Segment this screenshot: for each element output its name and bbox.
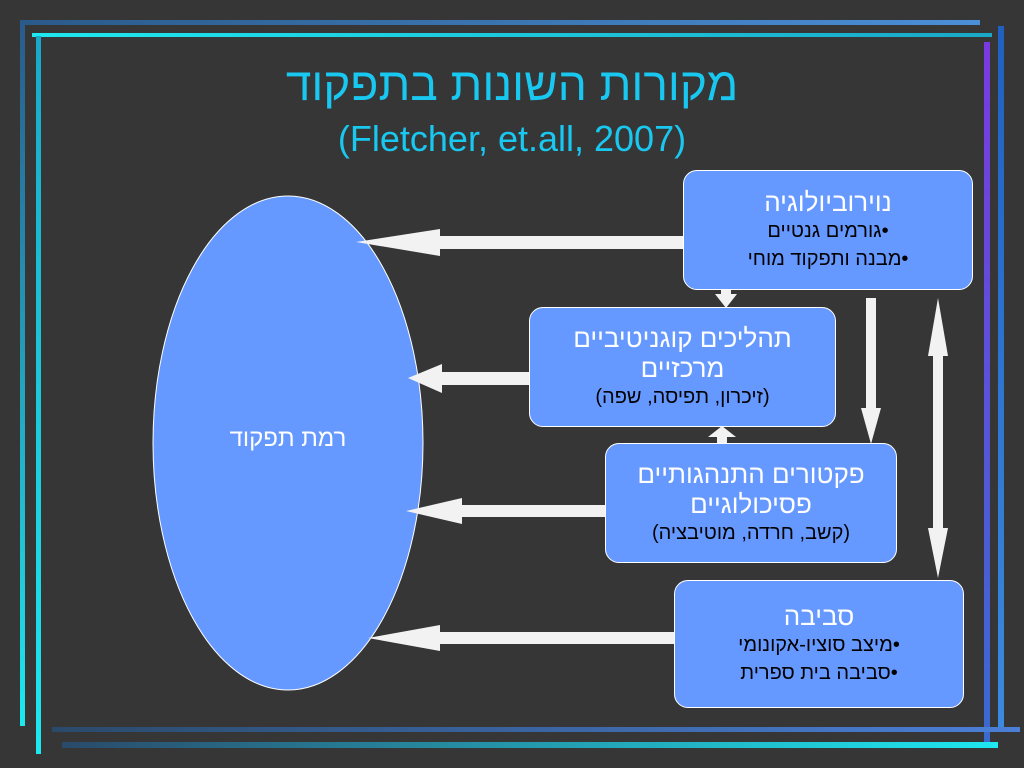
environment-item-school: •סביבה בית ספרית xyxy=(740,662,898,684)
behavioral-detail: (קשב, חרדה, מוטיבציה) xyxy=(651,522,851,544)
frame-bar-right-inner xyxy=(984,42,990,742)
cognitive-processes-box: תהליכים קוגניטיביים מרכזיים (זיכרון, תפי… xyxy=(529,307,836,427)
neurobiology-item-genetic: •גורמים גנטיים xyxy=(767,220,889,242)
arrow-environment-to-ellipse xyxy=(368,625,675,651)
cognitive-detail: (זיכרון, תפיסה, שפה) xyxy=(595,386,770,408)
neurobiology-heading: נוירוביולוגיה xyxy=(764,187,892,217)
arrow-neuro-environment-double xyxy=(928,298,948,578)
arrow-neuro-to-behavioral xyxy=(861,298,881,444)
neurobiology-box: נוירוביולוגיה •גורמים גנטיים •מבנה ותפקו… xyxy=(683,170,973,290)
slide-subtitle: (Fletcher, et.all, 2007) xyxy=(337,118,687,159)
frame-bar-right-outer xyxy=(998,26,1004,732)
cognitive-heading-line1: תהליכים קוגניטיביים xyxy=(573,323,792,353)
frame-bar-bottom-outer xyxy=(52,727,1020,732)
frame-bar-left-outer xyxy=(20,20,25,726)
arrows-between-boxes xyxy=(708,282,948,578)
behavioral-heading-line2: פסיכולוגיים xyxy=(690,489,812,519)
frame-bar-bottom-inner xyxy=(62,742,998,748)
functioning-level-label: רמת תפקוד xyxy=(229,425,347,452)
environment-box: סביבה •מיצב סוציו-אקונומי •סביבה בית ספר… xyxy=(674,580,964,708)
arrows-to-ellipse xyxy=(356,229,684,651)
environment-item-ses: •מיצב סוציו-אקונומי xyxy=(738,634,900,656)
functioning-level-ellipse xyxy=(152,195,424,691)
frame-bar-top-inner xyxy=(32,33,992,37)
cognitive-heading-line2: מרכזיים xyxy=(640,353,725,383)
behavioral-factors-box: פקטורים התנהגותיים פסיכולוגיים (קשב, חרד… xyxy=(605,443,897,563)
frame-bar-top-outer xyxy=(20,20,980,25)
neurobiology-item-brain: •מבנה ותפקוד מוחי xyxy=(747,248,909,270)
frame-bar-left-inner xyxy=(36,36,41,754)
arrow-behavioral-to-ellipse xyxy=(406,498,606,524)
behavioral-heading-line1: פקטורים התנהגותיים xyxy=(637,459,865,489)
environment-heading: סביבה xyxy=(783,601,855,631)
arrow-neuro-to-ellipse xyxy=(356,229,684,256)
arrow-cognitive-to-ellipse xyxy=(408,364,530,393)
slide-title: מקורות השונות בתפקוד xyxy=(285,58,739,110)
